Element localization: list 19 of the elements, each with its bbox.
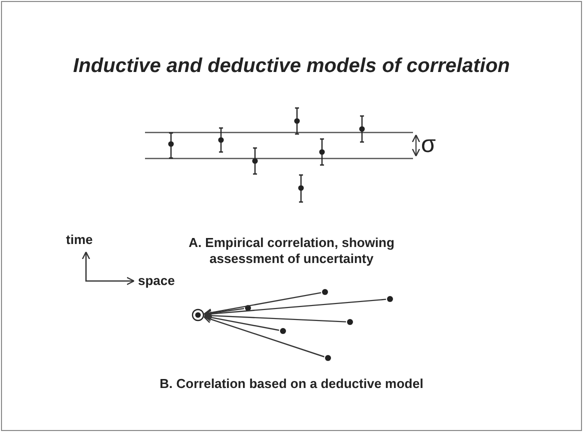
arrow xyxy=(204,292,322,317)
arrow xyxy=(204,313,280,331)
title: Inductive and deductive models of correlation xyxy=(72,55,511,78)
arrow xyxy=(204,308,244,318)
data-point xyxy=(347,319,353,325)
target-circle xyxy=(192,308,204,322)
arrow xyxy=(204,315,324,358)
sigma-label: σ xyxy=(421,131,436,159)
data-point xyxy=(245,305,251,311)
data-point xyxy=(325,355,331,361)
data-point xyxy=(280,328,286,334)
axis-label: space xyxy=(138,273,175,288)
axis-label: time xyxy=(66,232,93,247)
caption-text: A. Empirical correlation, showing assessment of uncertainty xyxy=(188,235,396,267)
arrow xyxy=(204,312,346,322)
data-point xyxy=(322,289,328,295)
caption-text: B. Correlation based on a deductive model xyxy=(158,376,424,391)
arrow xyxy=(204,298,386,318)
data-point xyxy=(387,296,393,302)
